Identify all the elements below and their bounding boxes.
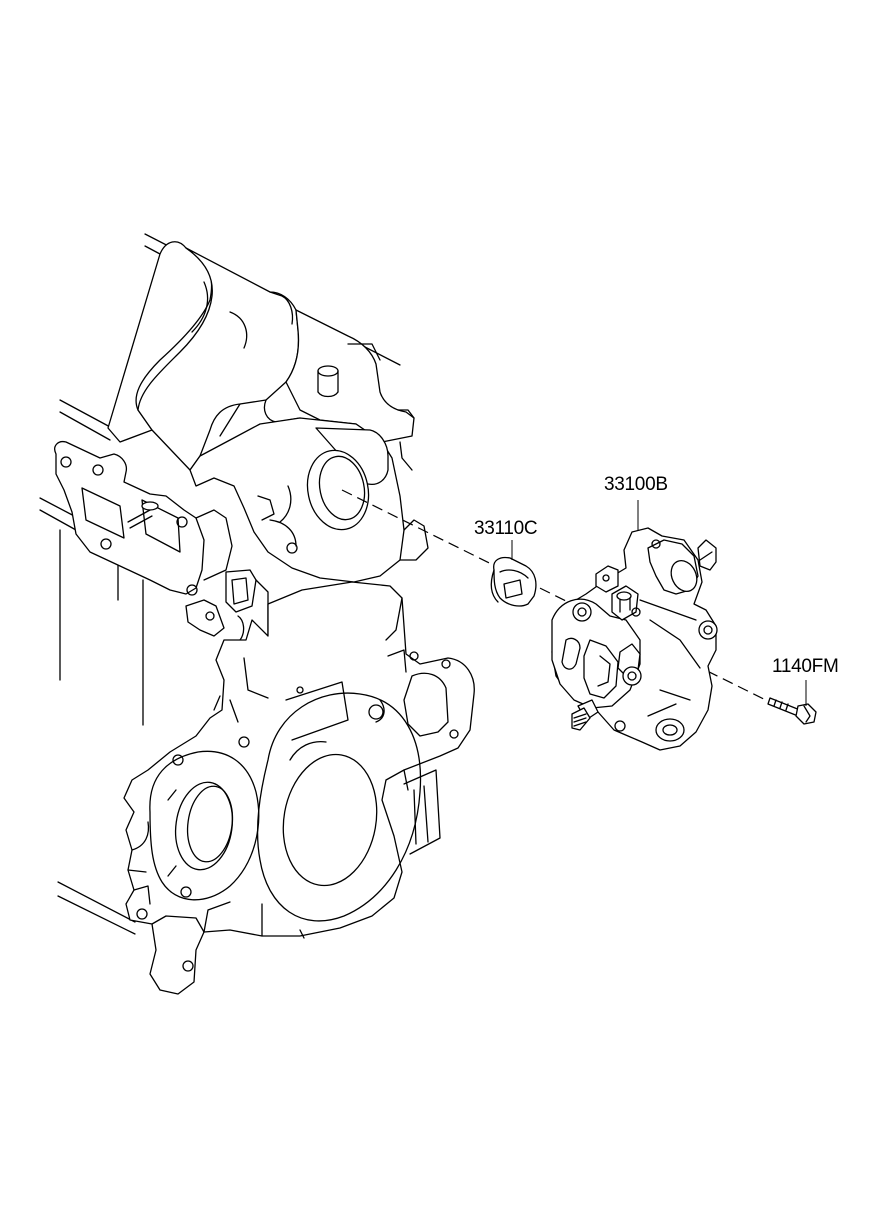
- callout-bolt: 1140FM: [772, 656, 839, 677]
- flange-bolt: [767, 697, 817, 725]
- fuel-pump: [551, 527, 718, 751]
- assembly-centerline: [341, 489, 791, 713]
- drive-coupling: [490, 556, 537, 607]
- engine-block: [39, 233, 475, 995]
- callout-pump: 33100B: [604, 474, 668, 495]
- callout-drive-coupling: 33110C: [474, 518, 538, 539]
